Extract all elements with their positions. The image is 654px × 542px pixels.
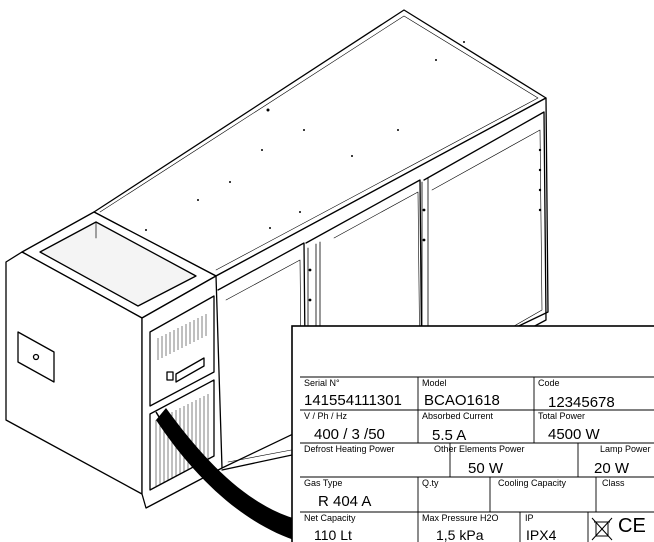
model-label: Model [422, 378, 447, 388]
ce-mark: CE [618, 515, 646, 537]
serial-value: 141554111301 [304, 392, 402, 409]
code-label: Code [538, 378, 560, 388]
lamp-power-value: 20 W [594, 460, 630, 477]
gas-type-label: Gas Type [304, 478, 343, 488]
waste-bin-icon [0, 0, 1, 1]
total-power-label: Total Power [538, 411, 586, 421]
net-capacity-label: Net Capacity [304, 513, 356, 523]
serial-label: Serial N° [304, 378, 340, 388]
ip-label: IP [525, 513, 534, 523]
max-pressure-value: 1,5 kPa [436, 527, 484, 542]
quantity-label: Q.ty [422, 478, 439, 488]
model-value: BCAO1618 [424, 392, 500, 409]
lamp-power-label: Lamp Power [600, 444, 651, 454]
voltage-value: 400 / 3 /50 [314, 426, 385, 443]
other-elements-power-value: 50 W [468, 460, 504, 477]
max-pressure-label: Max Pressure H2O [422, 513, 499, 523]
cooling-capacity-label: Cooling Capacity [498, 478, 567, 488]
defrost-heating-power-label: Defrost Heating Power [304, 444, 395, 454]
gas-type-value: R 404 A [318, 493, 372, 510]
current-value: 5.5 A [432, 427, 467, 444]
class-label: Class [602, 478, 625, 488]
current-label: Absorbed Current [422, 411, 494, 421]
code-value: 12345678 [548, 394, 615, 411]
voltage-label: V / Ph / Hz [304, 411, 348, 421]
ip-value: IPX4 [526, 527, 557, 542]
total-power-value: 4500 W [548, 426, 600, 443]
net-capacity-value: 110 Lt [314, 527, 352, 542]
other-elements-power-label: Other Elements Power [434, 444, 525, 454]
